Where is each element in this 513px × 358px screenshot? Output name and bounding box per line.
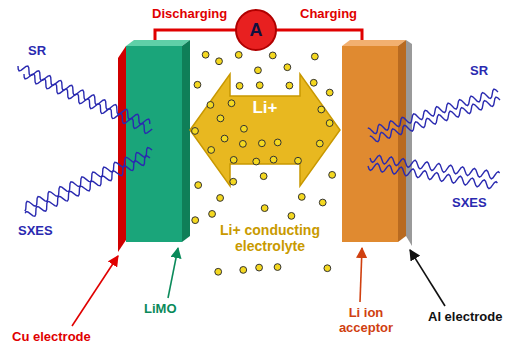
leader-line [360,248,362,302]
li-ion-dot [215,268,222,275]
radiation-waves [18,66,500,216]
li-ion-dot [326,89,333,96]
li-ion-dot [270,156,277,163]
wave-line [370,155,500,179]
li-ion-dot [216,58,223,65]
arrow-body [190,74,340,186]
li-ion-dot [192,128,199,135]
wave-line [18,66,150,124]
leader-line [168,248,178,298]
cu-electrode-strip [118,46,126,252]
wave-line [24,74,152,133]
li-ion-dot [230,178,237,185]
li-ion-dot [319,199,326,206]
li-ion-dot [298,193,305,200]
part-label: Al electrode [428,310,502,325]
al-electrode-strip [406,40,412,246]
ion-flow-arrow: Li+ [190,74,340,186]
li-ion-dot [217,115,224,122]
li-ion-dot [256,264,263,271]
electrolyte-label: Li+ conducting electrolyte [205,222,335,254]
li-ion-dot [318,106,325,113]
state-label: Charging [300,7,357,22]
li-ion-dot [260,173,267,180]
li-ion-dot [255,67,262,74]
li-ion-dot [256,82,263,89]
wave-line [370,97,500,142]
li-ion-dot [253,158,260,165]
li-ion-dot [208,147,215,154]
li-ion-dot [261,205,268,212]
radiation-label: SR [470,64,488,79]
li-ion-dot [316,140,323,147]
li-ion-dot [324,265,331,272]
radiation-label: SXES [452,196,487,211]
li-ion-dot [195,182,202,189]
li-ion-dot [241,125,248,132]
part-label: Li ion acceptor [326,306,406,336]
li-ion-acceptor-slab [342,46,398,242]
li-ion-dot [239,140,246,147]
part-label: LiMO [144,302,177,317]
limo-top-face [126,40,190,46]
radiation-label: SXES [18,224,53,239]
wave-line [25,148,152,212]
limo-slab [126,46,182,242]
acceptor-top-face [342,40,406,46]
state-label: Discharging [152,7,227,22]
li-ion-dot [295,157,302,164]
li-ion-dot [288,212,295,219]
part-label: Cu electrode [12,330,91,345]
li-ion-dot [235,51,242,58]
wave-line [368,163,497,188]
li-ion-dot [230,156,237,163]
arrow-shape [190,74,340,186]
wave-line [25,156,150,217]
li-ion-dot [258,140,265,147]
li-ion-dot [207,101,214,108]
li-ion-dot [240,267,247,274]
li-ion-dot [269,52,276,59]
li-ion-dot [228,100,235,107]
radiation-label: SR [28,44,46,59]
limo-side-face [182,40,190,242]
li-ion-dot [209,211,216,218]
acceptor-side-face [398,40,406,242]
leader-line [410,250,445,306]
li-ion-dot [194,81,201,88]
li-ion-dot [202,51,209,58]
li-ion-dot [329,171,336,178]
leader-line [72,256,118,326]
li-ion-dot [286,82,293,89]
li-ion-dot [192,217,199,224]
li-ion-dot [274,264,281,271]
ammeter-label: A [250,20,263,41]
li-ion-dot [310,79,317,86]
wave-line [368,89,498,134]
li-ion-dot [311,53,318,60]
li-ion-dot [274,139,281,146]
ammeter-circle: A [235,9,277,51]
li-ion-dot [284,64,291,71]
li-ion-dot [217,195,224,202]
li-ion-dot [236,82,243,89]
li-ion-dot [221,135,228,142]
li-ion-dot [326,120,333,127]
ion-label: Li+ [190,98,340,118]
